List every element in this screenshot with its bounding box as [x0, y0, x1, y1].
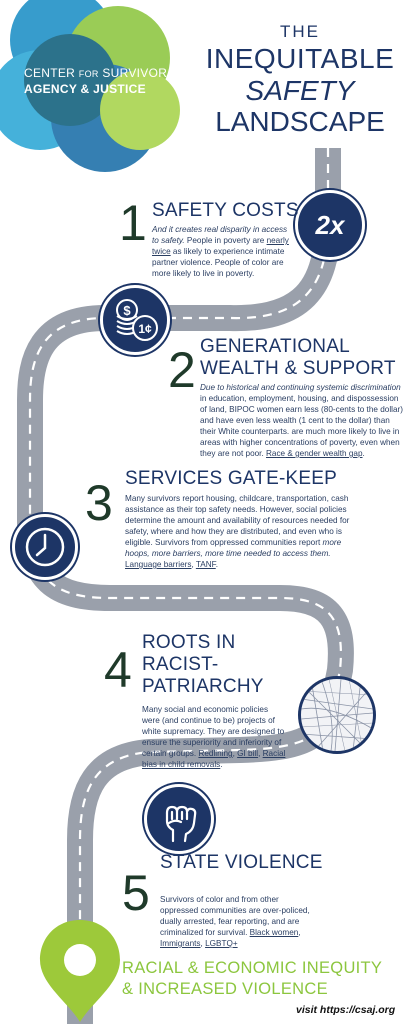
section-4-end: .: [220, 760, 223, 769]
racial-bias-child-removals-link[interactable]: Racial bias in child removals: [142, 749, 286, 769]
section-2-italic: Due to historical and continuing systemi…: [200, 383, 401, 392]
logo: CENTER FOR SURVIVOR AGENCY & JUSTICE: [0, 0, 185, 185]
black-women-link[interactable]: Black women: [249, 928, 299, 937]
section-3-body: Many survivors report housing, childcare…: [125, 493, 363, 570]
2x-badge: 2x: [295, 190, 365, 260]
section-4-sep2: ,: [258, 749, 263, 758]
section-4-sep1: ,: [232, 749, 238, 758]
section-1-text-end: as likely to experience intimate partner…: [152, 247, 285, 278]
section-2-body: Due to historical and continuing systemi…: [200, 382, 405, 459]
section-2-text: in education, employment, housing, and d…: [200, 394, 403, 458]
city-map-icon: [298, 676, 376, 754]
immigrants-link[interactable]: Immigrants: [160, 939, 201, 948]
clock-icon: [12, 514, 78, 580]
raised-fist-icon: [144, 784, 214, 854]
logo-line2: AGENCY & JUSTICE: [24, 82, 146, 96]
section-3-sep: ,: [191, 560, 196, 569]
section-5-sep2: ,: [200, 939, 206, 948]
section-3-heading: SERVICES GATE-KEEP: [125, 468, 337, 489]
section-5-body: Survivors of color and from other oppres…: [160, 894, 310, 949]
section-4-number: 4: [104, 642, 132, 698]
logo-circles: [0, 0, 180, 172]
logo-line1: CENTER: [24, 66, 79, 80]
visit-link[interactable]: visit https://csaj.org: [296, 1004, 396, 1016]
language-barriers-link[interactable]: Language barriers: [125, 560, 192, 569]
section-1-italic: And it creates real disparity in access …: [152, 225, 288, 245]
page-title: THE INEQUITABLE SAFETY LANDSCAPE: [190, 22, 410, 137]
section-3-end: .: [215, 560, 219, 569]
section-2-heading-line2: WEALTH & SUPPORT: [200, 358, 396, 379]
section-5-text: Survivors of color and from other oppres…: [160, 895, 310, 937]
race-gender-wealth-gap-link[interactable]: Race & gender wealth gap: [266, 449, 363, 458]
section-5-sep1: ,: [298, 928, 301, 937]
section-5-number: 5: [122, 865, 150, 921]
section-4-heading: ROOTS IN RACIST- PATRIARCHY: [142, 632, 272, 698]
2x-badge-label: 2x: [315, 209, 345, 240]
gi-bill-link[interactable]: GI bill: [237, 749, 259, 758]
title-line1: INEQUITABLE: [205, 43, 395, 74]
final-line2: & INCREASED VIOLENCE: [122, 980, 328, 998]
section-1-number: 1: [119, 195, 147, 251]
location-pin-icon: [38, 918, 122, 1024]
title-the: THE: [280, 22, 320, 41]
section-2-heading: GENERATIONAL WEALTH & SUPPORT: [200, 336, 405, 380]
final-line1: RACIAL & ECONOMIC INEQUITY: [122, 959, 383, 977]
section-3-text: Many survivors report housing, childcare…: [125, 494, 350, 547]
section-2-number: 2: [168, 342, 196, 398]
money-coins-icon: $ 1¢: [100, 285, 170, 355]
section-4-heading-line3: PATRIARCHY: [142, 676, 264, 697]
lgbtq-link[interactable]: LGBTQ+: [205, 939, 238, 948]
coin-label: 1¢: [138, 322, 152, 336]
section-1-body: And it creates real disparity in access …: [152, 224, 292, 279]
section-3-number: 3: [85, 475, 113, 531]
section-2-heading-line1: GENERATIONAL: [200, 336, 350, 357]
section-2-end: .: [362, 449, 365, 458]
section-5-heading: STATE VIOLENCE: [160, 852, 323, 873]
section-3-italic: more hoops, more barriers, more time nee…: [125, 538, 342, 558]
final-statement: RACIAL & ECONOMIC INEQUITY & INCREASED V…: [122, 958, 407, 1000]
title-line2: SAFETY: [245, 75, 355, 106]
section-1-text: People in poverty are: [184, 236, 267, 245]
section-1-heading: SAFETY COSTS: [152, 200, 299, 221]
section-4-heading-line2: RACIST-: [142, 654, 219, 675]
section-4-body: Many social and economic policies were (…: [142, 704, 287, 770]
section-4-heading-line1: ROOTS IN: [142, 632, 236, 653]
title-line3: LANDSCAPE: [215, 106, 385, 137]
logo-for: FOR: [78, 69, 99, 79]
section-4-text: Many social and economic policies were (…: [142, 705, 285, 758]
redlining-link[interactable]: Redlining: [198, 749, 233, 758]
tanf-link[interactable]: TANF: [195, 560, 216, 569]
nearly-twice-link[interactable]: nearly twice: [152, 236, 289, 256]
svg-text:$: $: [123, 303, 131, 318]
logo-survivor: SURVIVOR: [98, 66, 168, 80]
